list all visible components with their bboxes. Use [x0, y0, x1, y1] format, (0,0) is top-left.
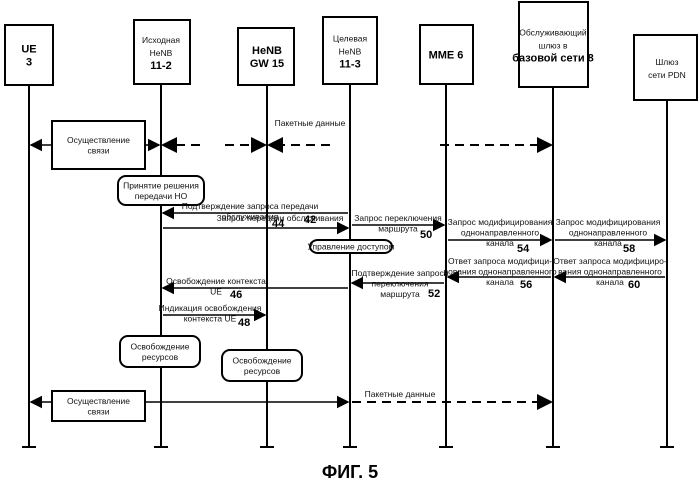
message-60-label: канала — [596, 277, 624, 287]
participant-label: сети PDN — [648, 70, 686, 80]
message-58-label: канала — [594, 238, 622, 248]
message-48-label: Индикация освобождения — [159, 303, 262, 313]
message-number: 50 — [420, 229, 432, 241]
participant-label: HeNB — [252, 45, 282, 57]
message-48-label: контекста UE — [184, 314, 237, 324]
participant-label: базовой сети 8 — [512, 53, 594, 65]
participant-label: HeNB — [150, 48, 173, 58]
communication-block-top-label: Осуществление — [67, 135, 130, 145]
ho-decision-block-label: Принятие решения — [123, 180, 199, 190]
participant-label: 11-2 — [150, 60, 171, 72]
message-number: 46 — [230, 289, 242, 301]
message-52-label: переключения — [372, 279, 429, 289]
figure-caption: ФИГ. 5 — [322, 462, 378, 482]
message-56-label: Ответ запроса модифици- — [448, 256, 552, 266]
packet-data-label-bottom: Пакетные данные — [365, 389, 436, 399]
message-number: 42 — [304, 214, 316, 226]
message-number: 56 — [520, 279, 532, 291]
participant-pdn-gateway — [634, 35, 697, 100]
release-resources-gw-label: Освобождение — [232, 355, 291, 365]
message-number: 48 — [238, 317, 250, 329]
message-52-label: Подтверждение запроса — [352, 268, 449, 278]
participant-label: Шлюз — [655, 57, 678, 67]
message-60-label: вания однонаправленного — [558, 267, 662, 277]
message-50-label: маршрута — [378, 224, 418, 234]
message-54-label: однонаправленного — [461, 228, 539, 238]
message-56-label: рования однонаправленного — [443, 267, 556, 277]
communication-block-bottom-label: Осуществление — [67, 396, 130, 406]
participant-label: Целевая — [333, 34, 368, 44]
release-resources-gw-label: ресурсов — [244, 366, 281, 376]
message-60-label: Ответ запроса модифициро- — [553, 256, 667, 266]
participant-label: 11-3 — [339, 59, 360, 71]
access-control-block-label: Управление доступом — [308, 242, 395, 252]
participant-label: HeNB — [339, 47, 362, 57]
release-resources-source-label: ресурсов — [142, 352, 179, 362]
participant-label: шлюз в — [539, 41, 568, 51]
participant-label: 3 — [26, 57, 32, 69]
message-number: 58 — [623, 243, 635, 255]
message-58-label: Запрос модифицирования — [556, 217, 661, 227]
message-number: 60 — [628, 279, 640, 291]
message-number: 44 — [272, 218, 285, 230]
participant-label: Обслуживающий — [519, 28, 587, 38]
message-44-label: обслуживания — [222, 212, 279, 222]
communication-block-top-label: связи — [88, 145, 110, 155]
message-52-label: маршрута — [380, 289, 420, 299]
communication-block-bottom-label: связи — [88, 406, 110, 416]
message-54-label: Запрос модифицирования — [448, 217, 553, 227]
participant-label: GW 15 — [250, 58, 284, 70]
message-46-label: Освобождение контекста — [166, 276, 266, 286]
message-number: 52 — [428, 288, 440, 300]
message-number: 54 — [517, 243, 530, 255]
message-54-label: канала — [486, 238, 514, 248]
message-50-label: Запрос переключения — [354, 213, 442, 223]
participant-label: MME 6 — [429, 50, 464, 62]
ho-decision-block-label: передачи HO — [135, 191, 188, 201]
message-56-label: канала — [486, 277, 514, 287]
participant-label: Исходная — [142, 35, 180, 45]
message-58-label: однонаправленного — [569, 228, 647, 238]
message-44-label: Подтверждение запроса передачи — [182, 201, 319, 211]
participant-label: UE — [21, 44, 36, 56]
message-46-label: UE — [210, 287, 222, 297]
release-resources-source-label: Освобождение — [130, 341, 189, 351]
packet-data-label-top: Пакетные данные — [275, 118, 346, 128]
